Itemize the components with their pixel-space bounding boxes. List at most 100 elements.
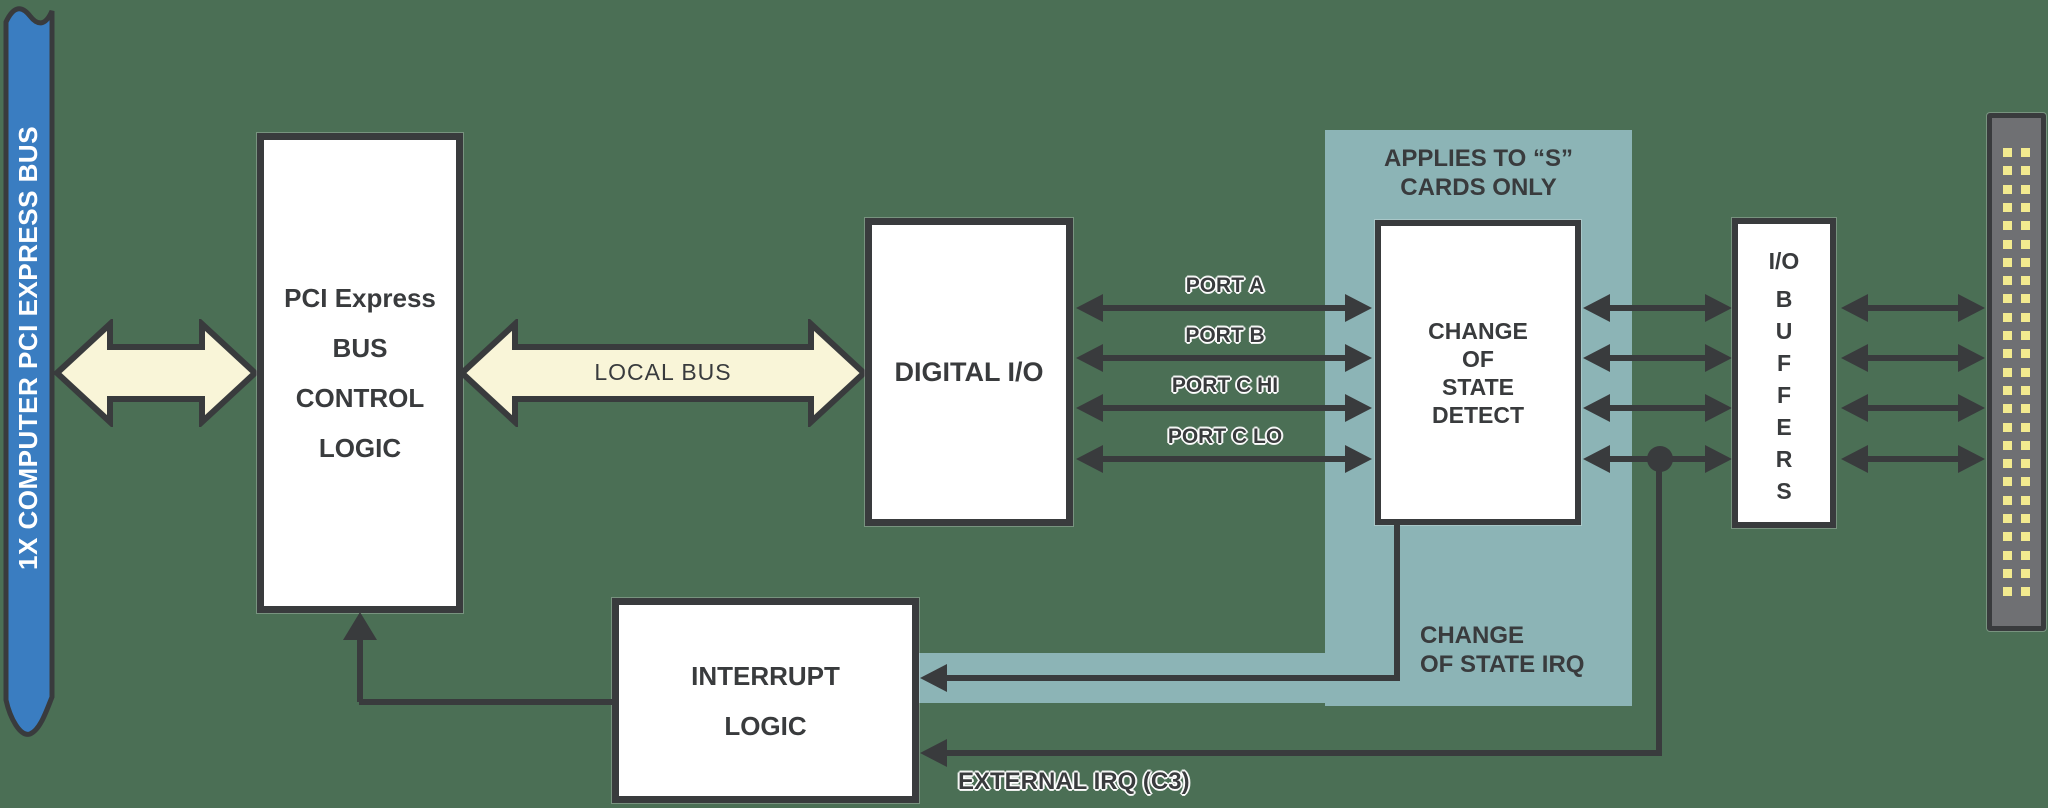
connector-pin bbox=[2021, 587, 2030, 597]
connector-pin bbox=[2021, 166, 2030, 176]
external-irq-line-h bbox=[944, 750, 1662, 756]
bus-line bbox=[1606, 305, 1707, 311]
connector-pin bbox=[2021, 294, 2030, 304]
local-bus-arrow bbox=[459, 319, 867, 427]
pci-box-line3: CONTROL bbox=[295, 383, 425, 413]
arrowhead-right-icon bbox=[1958, 294, 1985, 322]
io-buffers-letter: F bbox=[1776, 382, 1792, 408]
bus-line bbox=[1864, 456, 1961, 462]
connector-pin bbox=[2021, 239, 2030, 249]
cos-detect-line4: DETECT bbox=[1432, 401, 1524, 428]
port-line bbox=[1098, 355, 1350, 361]
arrowhead-left-icon bbox=[1841, 394, 1868, 422]
arrowhead-left-icon bbox=[1841, 445, 1868, 473]
connector-pin bbox=[2003, 312, 2012, 322]
pci-express-bus-bar bbox=[3, 6, 55, 737]
interrupt-to-pci-line-v bbox=[357, 638, 363, 702]
connector-pin bbox=[2021, 550, 2030, 560]
io-buffers-letter: E bbox=[1776, 414, 1792, 440]
bus-arrow bbox=[54, 319, 258, 427]
arrowhead-right-icon bbox=[1705, 394, 1732, 422]
cos-detect-line3: STATE bbox=[1442, 373, 1514, 400]
local-bus-label: LOCAL BUS bbox=[594, 359, 732, 385]
interrupt-to-pci-arrowhead-icon bbox=[343, 612, 377, 640]
connector-pin bbox=[2003, 514, 2012, 523]
connector-pin bbox=[2021, 404, 2030, 414]
pci-box-line1: PCI Express bbox=[284, 283, 436, 313]
port-label: PORT C HI bbox=[1171, 374, 1279, 397]
connector-pin bbox=[2003, 148, 2012, 157]
io-buffers-title: I/O bbox=[1768, 248, 1800, 274]
connector-pin bbox=[2003, 568, 2012, 578]
cos-irq-line-h bbox=[944, 675, 1400, 681]
port-label: PORT A bbox=[1185, 274, 1265, 297]
s-cards-note: APPLIES TO “S” CARDS ONLY bbox=[1325, 144, 1632, 202]
connector-pin bbox=[2021, 184, 2030, 194]
connector-pin bbox=[2003, 349, 2012, 359]
port-label: PORT C LO bbox=[1167, 425, 1283, 448]
connector-pin bbox=[2003, 587, 2012, 597]
pci-bus-control-logic-box: PCI Express BUS CONTROL LOGIC bbox=[257, 133, 463, 613]
connector-pin bbox=[2003, 532, 2012, 542]
connector-pins bbox=[1992, 118, 2041, 626]
arrowhead-left-icon bbox=[1583, 344, 1610, 372]
connector-pin bbox=[2003, 276, 2012, 286]
change-of-state-detect-box: CHANGE OF STATE DETECT bbox=[1375, 220, 1581, 525]
bus-line bbox=[1606, 405, 1707, 411]
bus-line bbox=[1606, 355, 1707, 361]
port-line bbox=[1098, 405, 1350, 411]
digital-io-label: DIGITAL I/O bbox=[894, 356, 1044, 387]
connector-pin bbox=[2021, 331, 2030, 340]
arrowhead-left-icon bbox=[1076, 344, 1103, 372]
arrowhead-right-icon bbox=[1958, 445, 1985, 473]
connector-pin bbox=[2021, 385, 2030, 395]
connector-pin bbox=[2003, 550, 2012, 560]
connector-pin bbox=[2003, 367, 2012, 377]
connector-pin bbox=[2003, 477, 2012, 487]
connector-pin bbox=[2021, 459, 2030, 469]
external-irq-label: EXTERNAL IRQ (C3) bbox=[958, 768, 1190, 795]
arrowhead-left-icon bbox=[1583, 445, 1610, 473]
arrowhead-right-icon bbox=[1705, 294, 1732, 322]
connector-pin bbox=[2021, 257, 2030, 267]
io-buffers-letter: S bbox=[1776, 478, 1792, 504]
connector-pin bbox=[2021, 349, 2030, 359]
connector-pin bbox=[2003, 440, 2012, 450]
connector-pin bbox=[2021, 568, 2030, 578]
bus-bar-shape bbox=[3, 6, 55, 737]
arrowhead-right-icon bbox=[1345, 394, 1372, 422]
connector-pin bbox=[2003, 184, 2012, 194]
connector-pin bbox=[2003, 331, 2012, 340]
connector-pin bbox=[2003, 221, 2012, 231]
connector-pin bbox=[2021, 202, 2030, 212]
cos-detect-line1: CHANGE bbox=[1428, 317, 1528, 344]
pci-box-line2: BUS bbox=[332, 333, 388, 363]
connector-pin bbox=[2021, 514, 2030, 523]
cos-irq-arrowhead-icon bbox=[920, 664, 947, 692]
interrupt-to-pci-line-h bbox=[359, 699, 612, 705]
arrowhead-left-icon bbox=[1841, 294, 1868, 322]
connector-pin bbox=[2003, 422, 2012, 432]
connector-pin bbox=[2003, 459, 2012, 469]
bus-line bbox=[1864, 405, 1961, 411]
interrupt-line1: INTERRUPT bbox=[691, 660, 840, 691]
arrowhead-right-icon bbox=[1345, 445, 1372, 473]
port-label: PORT B bbox=[1185, 324, 1265, 347]
arrowhead-left-icon bbox=[1076, 394, 1103, 422]
bus-line bbox=[1864, 355, 1961, 361]
arrowhead-right-icon bbox=[1705, 445, 1732, 473]
connector-pin bbox=[2021, 276, 2030, 286]
arrowhead-right-icon bbox=[1705, 344, 1732, 372]
arrowhead-left-icon bbox=[1076, 294, 1103, 322]
connector-pin bbox=[2003, 495, 2012, 505]
connector-pin bbox=[2003, 239, 2012, 249]
io-buffers-box: I/O B U F F E R S bbox=[1732, 218, 1836, 528]
bus-bar-label: 1X COMPUTER PCI EXPRESS BUS bbox=[13, 125, 43, 570]
connector-pin bbox=[2003, 202, 2012, 212]
external-irq-arrowhead-icon bbox=[920, 739, 947, 767]
connector-pin bbox=[2003, 385, 2012, 395]
digital-io-box: DIGITAL I/O bbox=[865, 218, 1073, 526]
arrowhead-left-icon bbox=[1583, 394, 1610, 422]
connector-pin bbox=[2003, 166, 2012, 176]
